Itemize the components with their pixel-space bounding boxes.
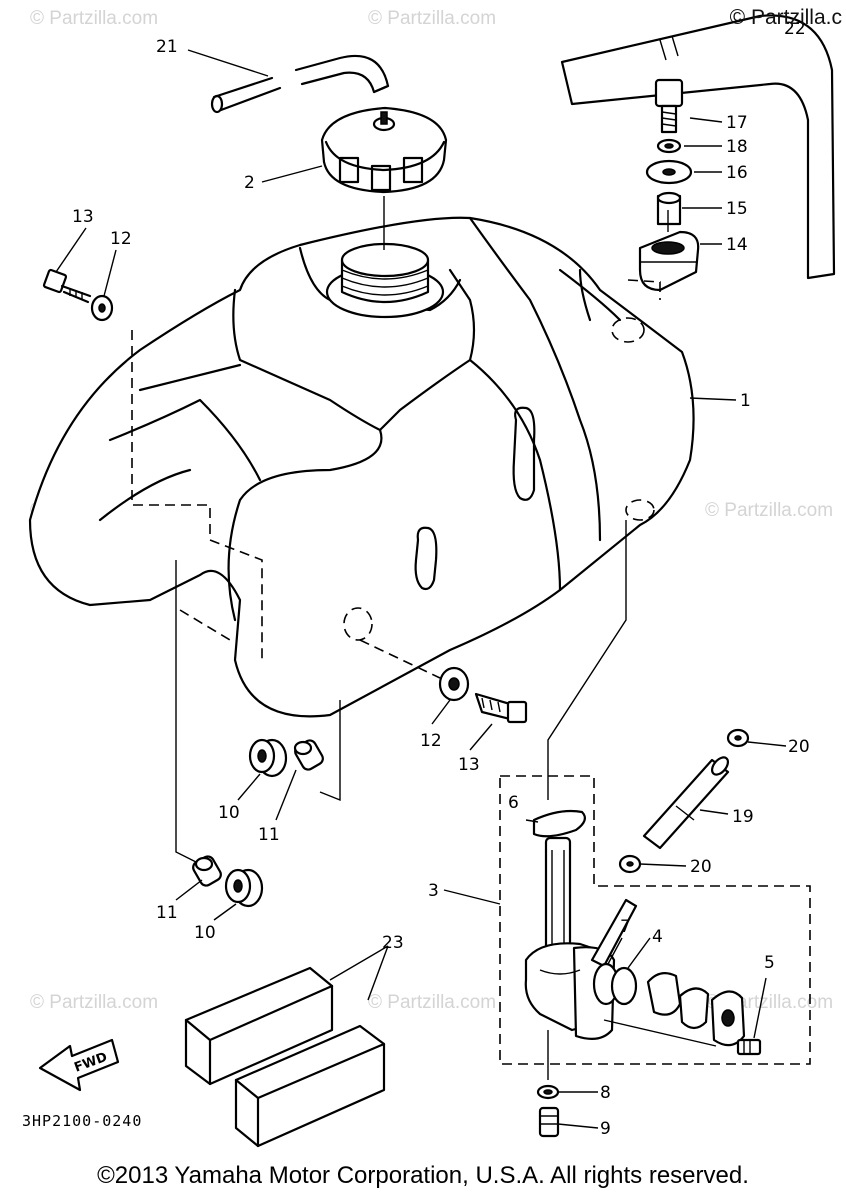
collar-part-11-upper[interactable] — [293, 738, 325, 772]
callout-18: 18 — [726, 137, 748, 157]
callout-16: 16 — [726, 163, 748, 183]
callout-20: 20 — [690, 857, 712, 877]
callout-12: 12 — [420, 731, 442, 751]
callout-10: 10 — [218, 803, 240, 823]
bolt-part-13-right[interactable] — [474, 692, 528, 724]
grommet-part-14[interactable] — [638, 230, 700, 292]
collar-part-15[interactable] — [656, 191, 682, 226]
guide-line — [175, 560, 197, 863]
callout-13: 13 — [72, 207, 94, 227]
callout-13: 13 — [458, 755, 480, 775]
clip-part-20-lower[interactable] — [618, 854, 642, 874]
callout-9: 9 — [600, 1119, 611, 1139]
callout-4: 4 — [652, 927, 663, 947]
washer-part-12-left[interactable] — [90, 294, 114, 322]
hose-part-21[interactable] — [210, 54, 390, 114]
copyright-notice: ©2013 Yamaha Motor Corporation, U.S.A. A… — [97, 1162, 749, 1189]
watermark: © Partzilla.com — [30, 992, 159, 1013]
callout-2: 2 — [244, 173, 255, 193]
callout-3: 3 — [428, 881, 439, 901]
dashed-guide — [359, 639, 441, 679]
callout-6: 6 — [508, 793, 519, 813]
callout-14: 14 — [726, 235, 748, 255]
fwd-arrow-icon: FWD — [38, 1038, 120, 1092]
callout-1: 1 — [740, 391, 751, 411]
watermark: © Partzilla.com — [368, 8, 497, 29]
callout-labels: 21 2 13 12 22 17 18 16 15 14 1 12 13 10 … — [72, 19, 810, 1139]
callout-20: 20 — [788, 737, 810, 757]
fuel-hose-part-19[interactable] — [642, 754, 731, 850]
callout-5: 5 — [764, 953, 775, 973]
washer-part-8[interactable] — [536, 1084, 560, 1100]
fuel-cock-part-3[interactable] — [524, 836, 746, 1047]
dashed-guide — [627, 279, 661, 300]
callout-23: 23 — [382, 933, 404, 953]
fuel-cap-part-2[interactable] — [320, 106, 448, 194]
callout-10: 10 — [194, 923, 216, 943]
guide-line — [547, 520, 627, 800]
callout-8: 8 — [600, 1083, 611, 1103]
washer-part-18[interactable] — [656, 138, 682, 154]
screw-part-5[interactable] — [736, 1038, 762, 1056]
strainer-part-6[interactable] — [532, 809, 586, 838]
callout-22: 22 — [784, 19, 806, 39]
damper-part-10-lower[interactable] — [224, 868, 264, 908]
washer-part-12-right[interactable] — [438, 666, 470, 702]
callout-11: 11 — [156, 903, 178, 923]
callout-15: 15 — [726, 199, 748, 219]
watermark: © Partzilla.com — [368, 992, 497, 1013]
fuel-tank-part-1[interactable] — [28, 216, 695, 718]
washer-part-16[interactable] — [645, 159, 693, 185]
collar-part-11-lower[interactable] — [191, 854, 223, 888]
callout-12: 12 — [110, 229, 132, 249]
callout-17: 17 — [726, 113, 748, 133]
callout-19: 19 — [732, 807, 754, 827]
guide-line — [319, 700, 341, 802]
leader-lines — [55, 49, 787, 1129]
strap-part-22[interactable] — [560, 14, 836, 280]
damper-part-10-upper[interactable] — [248, 738, 288, 778]
callout-7: 7 — [620, 917, 631, 937]
dashed-guide — [131, 330, 263, 662]
foam-block-part-23[interactable] — [184, 966, 386, 1148]
clip-part-20-upper[interactable] — [726, 728, 750, 748]
diagram-code: 3HP2100-0240 — [22, 1112, 143, 1130]
corner-watermark: © Partzilla.c — [729, 6, 842, 29]
fuel-cock-assembly-box — [499, 775, 811, 1065]
screw-part-9[interactable] — [538, 1106, 560, 1138]
bolt-part-17[interactable] — [654, 78, 684, 134]
bolt-part-13-left[interactable] — [42, 268, 92, 304]
watermark: © Partzilla.com — [30, 8, 159, 29]
callout-11: 11 — [258, 825, 280, 845]
callout-21: 21 — [156, 37, 178, 57]
dashed-guide — [179, 609, 231, 641]
watermark: © Partzilla.com — [705, 500, 834, 521]
